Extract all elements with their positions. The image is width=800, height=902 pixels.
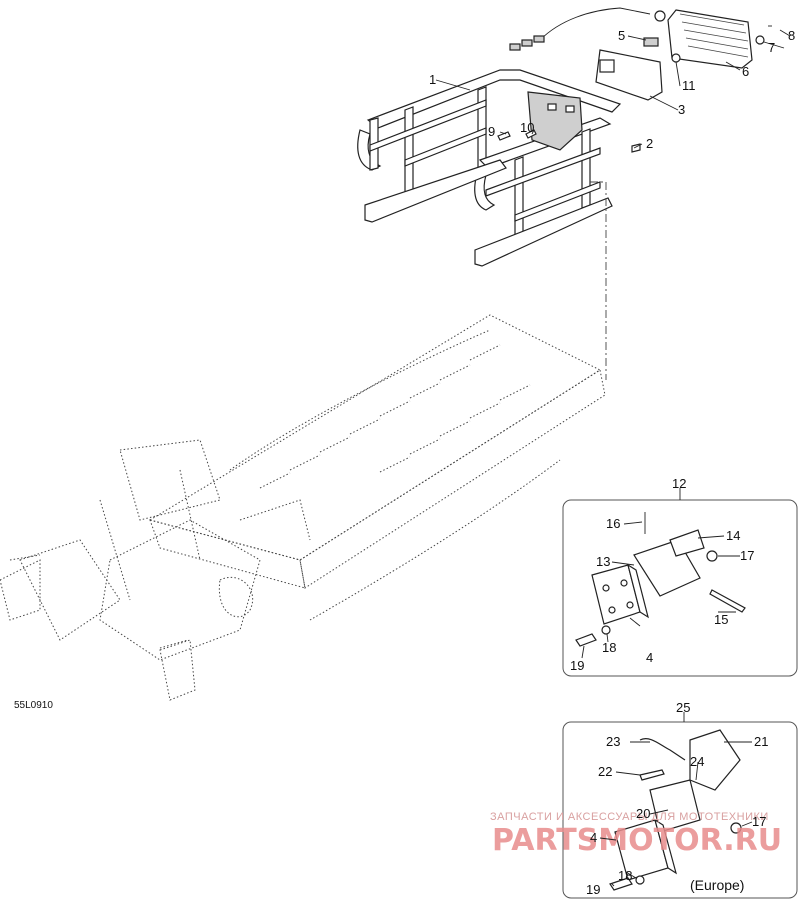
callout-21: 21 — [754, 734, 768, 749]
callout-25: 25 — [676, 700, 690, 715]
callout-23: 23 — [606, 734, 620, 749]
callout-7: 7 — [768, 40, 775, 55]
callout-8: 8 — [788, 28, 795, 43]
tail-light — [509, 7, 772, 101]
callout-17-europe: 17 — [752, 814, 766, 829]
callout-13: 13 — [596, 554, 610, 569]
watermark-tagline: ЗАПЧАСТИ И АКСЕССУАРЫ ДЛЯ МОТОТЕХНИКИ — [490, 811, 769, 823]
callout-3: 3 — [678, 102, 685, 117]
callout-20: 20 — [636, 806, 650, 821]
callout-19: 19 — [570, 658, 584, 673]
chassis-tunnel — [0, 314, 606, 701]
leader-lines — [435, 29, 791, 887]
callout-22: 22 — [598, 764, 612, 779]
callout-10: 10 — [520, 120, 534, 135]
callout-19-europe: 19 — [586, 882, 600, 897]
watermark: ЗАПЧАСТИ И АКСЕССУАРЫ ДЛЯ МОТОТЕХНИКИ PA… — [490, 811, 782, 858]
callout-4: 4 — [646, 650, 653, 665]
callout-18: 18 — [602, 640, 616, 655]
callout-14: 14 — [726, 528, 740, 543]
callout-12: 12 — [672, 476, 686, 491]
callout-11: 11 — [682, 78, 696, 93]
callout-2: 2 — [646, 136, 653, 151]
callout-17: 17 — [740, 548, 754, 563]
callout-24: 24 — [690, 754, 704, 769]
callout-labels: 1 2 3 4 5 6 7 8 9 10 11 12 13 14 15 16 1… — [429, 28, 795, 897]
callout-18-europe: 18 — [618, 868, 632, 883]
callout-16: 16 — [606, 516, 620, 531]
figure-code: 55L0910 — [14, 700, 53, 711]
europe-bracket-parts — [609, 729, 742, 891]
license-bracket-parts — [575, 512, 746, 647]
inset-note-europe: (Europe) — [690, 877, 744, 893]
callout-1: 1 — [429, 72, 436, 87]
callout-15: 15 — [714, 612, 728, 627]
watermark-logo: PARTSMOTOR.RU — [492, 823, 782, 858]
callout-6: 6 — [742, 64, 749, 79]
callout-9: 9 — [488, 124, 495, 139]
callout-4-europe: 4 — [590, 830, 597, 845]
callout-5: 5 — [618, 28, 625, 43]
rear-rack-assembly — [357, 69, 622, 267]
